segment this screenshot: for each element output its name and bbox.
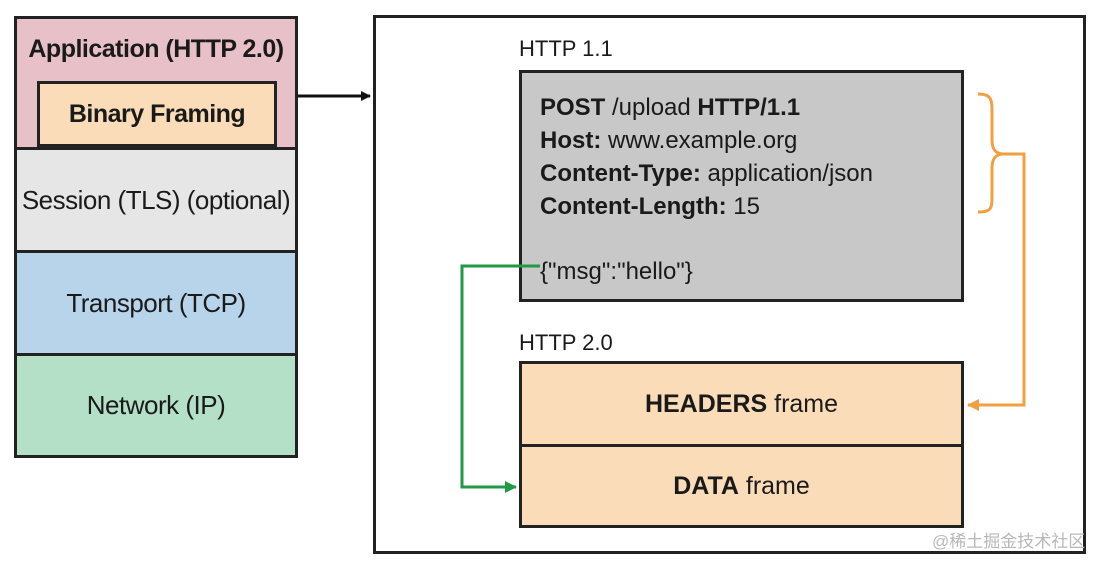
headers-frame: HEADERS frame — [519, 361, 964, 447]
header-content-length: Content-Length: 15 — [540, 190, 760, 223]
binary-framing-box: Binary Framing — [37, 81, 277, 147]
protocol-stack: Application (HTTP 2.0) Binary Framing Se… — [14, 16, 298, 458]
binary-framing-label: Binary Framing — [68, 99, 246, 128]
session-layer-label: Session (TLS) (optional) — [21, 184, 291, 215]
request-line: POST /upload HTTP/1.1 — [540, 91, 800, 124]
header-content-length-value: 15 — [726, 193, 760, 220]
session-layer: Session (TLS) (optional) — [14, 147, 298, 253]
http11-label: HTTP 1.1 — [519, 36, 613, 61]
network-layer: Network (IP) — [14, 353, 298, 458]
data-frame-bold: DATA — [673, 471, 739, 500]
request-path: /upload — [605, 94, 698, 121]
application-layer-label: Application (HTTP 2.0) — [28, 35, 284, 63]
header-content-length-key: Content-Length: — [540, 193, 727, 220]
headers-frame-bold: HEADERS — [644, 389, 768, 418]
http20-label: HTTP 2.0 — [519, 330, 613, 355]
header-content-type-key: Content-Type: — [540, 160, 701, 187]
request-protocol: HTTP/1.1 — [697, 94, 801, 121]
header-content-type-value: application/json — [700, 160, 873, 187]
data-mapping-arrow — [460, 264, 540, 493]
headers-mapping-arrow — [967, 152, 1026, 411]
header-host-value: www.example.org — [601, 127, 798, 154]
headers-frame-rest: frame — [767, 389, 839, 418]
data-frame-rest: frame — [738, 471, 810, 500]
data-frame: DATA frame — [519, 444, 964, 528]
http-comparison-panel — [373, 15, 1086, 554]
transport-layer-label: Transport (TCP) — [66, 287, 246, 318]
http11-request-box: POST /upload HTTP/1.1 Host: www.example.… — [519, 70, 964, 302]
request-body: {"msg":"hello"} — [540, 258, 693, 285]
request-method: POST — [540, 94, 606, 121]
headers-brace — [977, 92, 1005, 214]
header-host-key: Host: — [540, 127, 602, 154]
header-host: Host: www.example.org — [540, 124, 797, 157]
watermark: @稀土掘金技术社区 — [932, 532, 1086, 551]
network-layer-label: Network (IP) — [86, 390, 226, 420]
application-layer: Application (HTTP 2.0) Binary Framing — [14, 16, 298, 150]
header-content-type: Content-Type: application/json — [540, 157, 873, 190]
transport-layer: Transport (TCP) — [14, 250, 298, 356]
